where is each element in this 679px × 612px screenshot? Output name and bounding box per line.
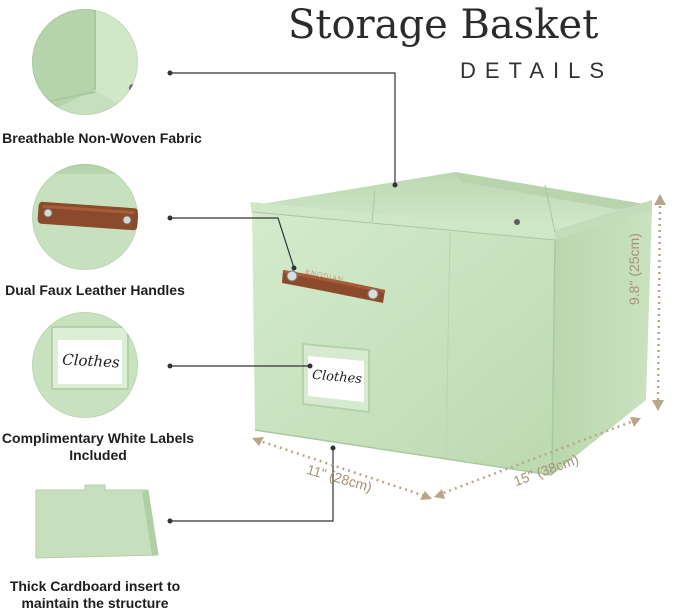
dimension-height: 9.8" (25cm) (626, 233, 642, 305)
circle-label-card-text: Clothes (61, 350, 121, 372)
feature-label-labels: Complimentary White Labels Included (1, 430, 195, 463)
dimension-arrow-heads (252, 194, 666, 500)
page-title: Storage Basket (288, 2, 599, 48)
inner-grommet-icon (514, 219, 520, 225)
storage-basket-illustration (167, 70, 652, 524)
page-subtitle: DETAILS (460, 58, 614, 83)
feature-label-handles: Dual Faux Leather Handles (5, 282, 185, 298)
leather-handle-frame (32, 164, 138, 270)
dimension-arrows (256, 199, 662, 499)
fabric-closeup-image (32, 9, 138, 115)
cardboard-insert-image (35, 484, 159, 559)
feature-label-fabric: Breathable Non-Woven Fabric (2, 130, 202, 146)
leather-handle-image (32, 164, 138, 270)
feature-label-insert: Thick Cardboard insert to maintain the s… (9, 578, 181, 611)
fabric-closeup-frame (32, 9, 138, 115)
label-card-image (32, 312, 138, 418)
